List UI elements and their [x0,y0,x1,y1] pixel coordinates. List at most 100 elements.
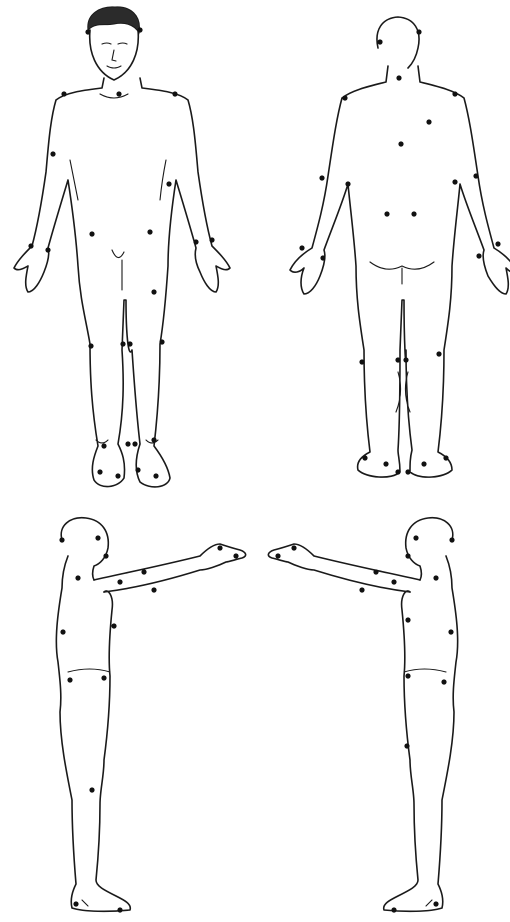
side-right-head [406,518,453,580]
marker-dot [137,27,142,32]
marker-dot [436,351,441,356]
marker-dot [416,29,421,34]
marker-dot [476,253,481,258]
marker-dot [89,787,94,792]
marker-dot [396,75,401,80]
marker-dot [233,553,238,558]
marker-dot [405,673,410,678]
marker-dot [405,617,410,622]
marker-dot [159,339,164,344]
marker-dot [452,179,457,184]
marker-dot [95,535,100,540]
marker-dot [97,469,102,474]
front-head [90,30,139,80]
marker-dot [101,675,106,680]
marker-dot [61,91,66,96]
marker-dot [151,289,156,294]
marker-dot [147,229,152,234]
marker-dot [377,39,382,44]
marker-dot [413,535,418,540]
back-head [377,17,419,68]
side-right-body [384,556,458,911]
marker-dot [426,119,431,124]
marker-dot [116,91,121,96]
marker-dot [433,575,438,580]
marker-dot [441,679,446,684]
marker-dot [75,575,80,580]
marker-dot [319,175,324,180]
marker-dot [59,537,64,542]
side-right-markers [275,535,454,912]
marker-dot [291,545,296,550]
marker-dot [443,455,448,460]
marker-dot [153,473,158,478]
marker-dot [359,587,364,592]
side-left-figure [56,518,245,912]
marker-dot [151,587,156,592]
marker-dot [28,243,33,248]
marker-dot [115,473,120,478]
marker-dot [151,437,156,442]
marker-dot [391,907,396,912]
marker-dot [433,901,438,906]
marker-dot [45,247,50,252]
marker-dot [117,579,122,584]
side-right-figure [268,518,457,912]
marker-dot [383,461,388,466]
marker-dot [404,743,409,748]
marker-dot [60,629,65,634]
marker-dot [448,629,453,634]
marker-dot [88,343,93,348]
side-left-arm [94,544,246,592]
marker-dot [103,553,108,558]
marker-dot [89,231,94,236]
marker-dot [320,255,325,260]
side-right-arm [268,544,420,592]
marker-dot [495,241,500,246]
marker-dot [359,359,364,364]
marker-dot [411,211,416,216]
marker-dot [101,443,106,448]
back-body-outline [290,66,510,477]
front-view-figure [14,7,230,487]
marker-dot [172,91,177,96]
marker-dot [85,29,90,34]
back-view-figure [290,17,510,477]
marker-dot [166,181,171,186]
marker-dot [67,677,72,682]
marker-dot [384,211,389,216]
marker-dot [132,441,137,446]
marker-dot [395,469,400,474]
marker-dot [275,553,280,558]
marker-dot [449,537,454,542]
marker-dot [127,341,132,346]
marker-dot [209,237,214,242]
marker-dot [452,91,457,96]
marker-dot [403,357,408,362]
marker-dot [398,141,403,146]
marker-dot [473,173,478,178]
side-left-markers [59,535,238,912]
marker-dot [217,545,222,550]
marker-dot [421,461,426,466]
marker-dot [125,441,130,446]
marker-dot [299,245,304,250]
side-left-body [56,556,130,911]
marker-dot [193,239,198,244]
marker-dot [395,357,400,362]
marker-dot [405,553,410,558]
marker-dot [373,569,378,574]
marker-dot [120,341,125,346]
front-hair [88,7,140,33]
marker-dot [362,455,367,460]
marker-dot [141,569,146,574]
marker-dot [405,469,410,474]
marker-dot [50,151,55,156]
marker-dot [342,95,347,100]
marker-dot [345,181,350,186]
marker-dot [391,579,396,584]
marker-dot [73,901,78,906]
marker-dot [135,467,140,472]
marker-dot [117,907,122,912]
